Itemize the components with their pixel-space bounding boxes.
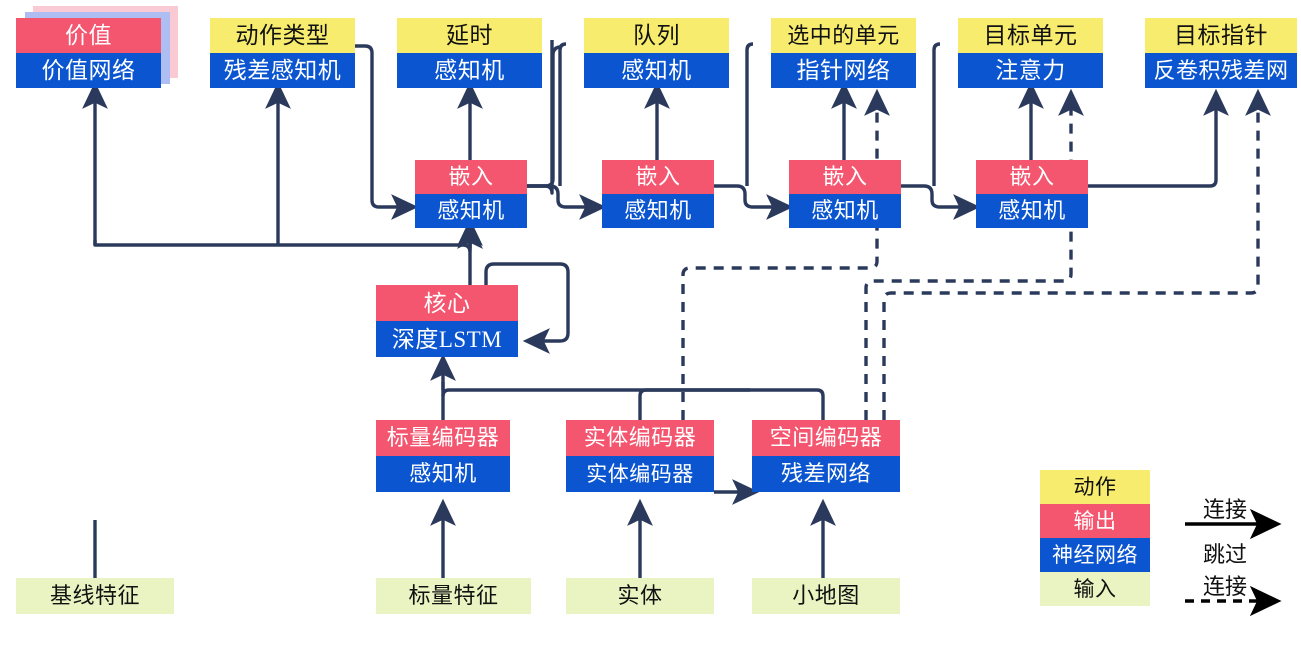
- node-embed-3-output: 嵌入: [789, 160, 901, 194]
- input-baseline-features[interactable]: 基线特征: [16, 578, 174, 614]
- legend-color-key: 动作 输出 神经网络 输入: [1040, 470, 1150, 606]
- input-scalar-features-label: 标量特征: [376, 578, 531, 614]
- node-embed-4-output: 嵌入: [976, 160, 1088, 194]
- legend-row-output: 输出: [1040, 504, 1150, 538]
- node-scalar-encoder[interactable]: 标量编码器 感知机: [376, 420, 510, 492]
- node-value-network: 价值网络: [16, 53, 161, 88]
- node-delay-network: 感知机: [397, 53, 542, 88]
- legend-connect-label: 连接: [1202, 497, 1247, 522]
- legend-skip-label-line1: 跳过: [1202, 542, 1247, 567]
- input-scalar-features[interactable]: 标量特征: [376, 578, 531, 614]
- node-core-network: 深度LSTM: [376, 321, 518, 357]
- node-action-type-action: 动作类型: [210, 18, 355, 53]
- node-target-point-action: 目标指针: [1145, 18, 1297, 53]
- node-value[interactable]: 价值 价值网络: [16, 18, 161, 88]
- node-core[interactable]: 核心 深度LSTM: [376, 285, 518, 357]
- input-entities-label: 实体: [566, 578, 714, 614]
- node-queue-action: 队列: [584, 18, 729, 53]
- node-core-output: 核心: [376, 285, 518, 321]
- node-entity-encoder[interactable]: 实体编码器 实体编码器: [566, 420, 714, 492]
- node-selected-units[interactable]: 选中的单元 指针网络: [771, 18, 916, 88]
- node-embed-2-output: 嵌入: [602, 160, 714, 194]
- node-delay[interactable]: 延时 感知机: [397, 18, 542, 88]
- legend-row-network: 神经网络: [1040, 538, 1150, 572]
- node-spatial-encoder-output: 空间编码器: [752, 420, 900, 456]
- node-scalar-encoder-output: 标量编码器: [376, 420, 510, 456]
- node-spatial-encoder-network: 残差网络: [752, 456, 900, 492]
- node-action-type-network: 残差感知机: [210, 53, 355, 88]
- node-embed-2-network: 感知机: [602, 194, 714, 228]
- input-entities[interactable]: 实体: [566, 578, 714, 614]
- legend-row-action: 动作: [1040, 470, 1150, 504]
- node-value-output: 价值: [16, 18, 161, 53]
- node-target-point[interactable]: 目标指针 反卷积残差网: [1145, 18, 1297, 88]
- node-queue-network: 感知机: [584, 53, 729, 88]
- node-embed-3-network: 感知机: [789, 194, 901, 228]
- node-entity-encoder-network: 实体编码器: [566, 456, 714, 492]
- node-embed-1-output: 嵌入: [415, 160, 527, 194]
- node-embed-1[interactable]: 嵌入 感知机: [415, 160, 527, 228]
- node-entity-encoder-output: 实体编码器: [566, 420, 714, 456]
- node-embed-2[interactable]: 嵌入 感知机: [602, 160, 714, 228]
- node-scalar-encoder-network: 感知机: [376, 456, 510, 492]
- node-embed-1-network: 感知机: [415, 194, 527, 228]
- legend-skip-label-line2: 连接: [1202, 574, 1247, 599]
- node-target-unit-network: 注意力: [958, 53, 1103, 88]
- node-delay-action: 延时: [397, 18, 542, 53]
- input-baseline-features-label: 基线特征: [16, 578, 174, 614]
- node-queue[interactable]: 队列 感知机: [584, 18, 729, 88]
- node-embed-4[interactable]: 嵌入 感知机: [976, 160, 1088, 228]
- legend-row-input: 输入: [1040, 572, 1150, 606]
- node-target-unit[interactable]: 目标单元 注意力: [958, 18, 1103, 88]
- node-spatial-encoder[interactable]: 空间编码器 残差网络: [752, 420, 900, 492]
- node-target-point-network: 反卷积残差网: [1145, 53, 1297, 88]
- node-embed-3[interactable]: 嵌入 感知机: [789, 160, 901, 228]
- input-minimap-label: 小地图: [752, 578, 900, 614]
- node-embed-4-network: 感知机: [976, 194, 1088, 228]
- node-action-type[interactable]: 动作类型 残差感知机: [210, 18, 355, 88]
- node-selected-units-action: 选中的单元: [771, 18, 916, 53]
- input-minimap[interactable]: 小地图: [752, 578, 900, 614]
- node-target-unit-action: 目标单元: [958, 18, 1103, 53]
- node-selected-units-network: 指针网络: [771, 53, 916, 88]
